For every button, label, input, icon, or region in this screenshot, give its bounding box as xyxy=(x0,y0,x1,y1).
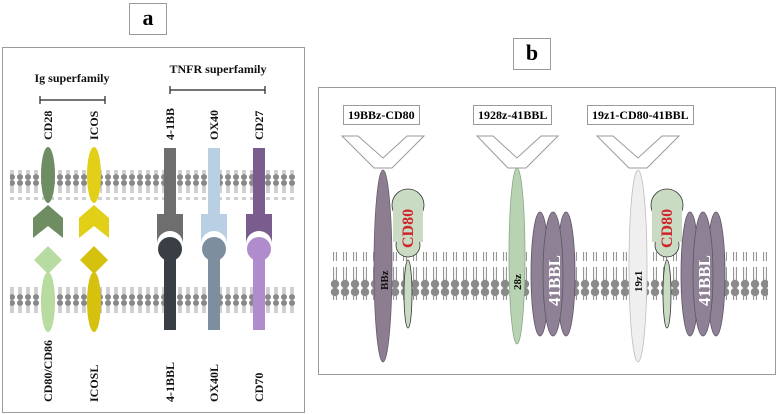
4-1bb-receptor xyxy=(157,148,183,244)
ox40l-ligand xyxy=(202,237,226,330)
41bbl-label-3: 41BBL xyxy=(695,255,714,306)
41bbl-construct-3 xyxy=(680,211,726,337)
label-4-1bb: 4-1BB xyxy=(163,108,177,140)
label-4-1bbl: 4-1BBL xyxy=(163,362,177,402)
tm-label-bbz: BBz xyxy=(379,270,391,290)
label-cd70: CD70 xyxy=(252,373,266,402)
label-icos: ICOS xyxy=(87,110,101,140)
cd80-construct-3 xyxy=(650,188,684,329)
label-icosl: ICOSL xyxy=(87,365,101,402)
construct-label-3: 19z1-CD80-41BBL xyxy=(587,105,694,125)
cd80-cd86-ligand xyxy=(34,246,62,332)
41bbl-label-2: 41BBL xyxy=(545,255,564,306)
cd28-receptor xyxy=(33,147,63,238)
tnfr-bracket xyxy=(169,86,266,94)
scfv-1 xyxy=(340,135,426,169)
cd80-label-3: CD80 xyxy=(659,209,676,248)
scfv-2 xyxy=(475,135,560,169)
construct-label-1: 19BBz-CD80 xyxy=(343,105,420,125)
panel-b-tag: b xyxy=(513,38,551,70)
icosl-ligand xyxy=(80,246,108,332)
ox40-receptor xyxy=(201,148,227,244)
label-cd80-cd86: CD80/CD86 xyxy=(41,340,55,402)
tnfr-family-label: TNFR superfamily xyxy=(170,62,267,76)
panel-a-membrane-lower xyxy=(10,284,297,314)
cd80-label-1: CD80 xyxy=(400,209,417,248)
label-cd28: CD28 xyxy=(41,111,55,140)
label-cd27: CD27 xyxy=(252,111,266,140)
scfv-3 xyxy=(595,135,681,169)
car-stalk-19z1 xyxy=(628,169,648,363)
construct-label-2: 1928z-41BBL xyxy=(473,105,553,125)
car-stalk-bbz xyxy=(373,169,393,363)
icos-receptor xyxy=(79,147,109,238)
4-1bbl-ligand xyxy=(158,237,182,330)
cd70-ligand xyxy=(247,237,271,330)
cd27-receptor xyxy=(246,148,272,244)
car-stalk-28z xyxy=(508,167,526,345)
ig-bracket xyxy=(39,96,106,104)
tm-label-19z1: 19z1 xyxy=(633,271,645,292)
panel-a-membrane-upper xyxy=(10,170,297,200)
panel-a-tag: a xyxy=(129,3,167,35)
cd80-construct-1 xyxy=(391,188,425,329)
label-ox40: OX40 xyxy=(207,110,221,140)
tm-label-28z: 28z xyxy=(512,274,524,290)
label-ox40l: OX40L xyxy=(207,364,221,402)
41bbl-construct-2 xyxy=(530,211,576,337)
ig-family-label: Ig superfamily xyxy=(35,71,110,85)
